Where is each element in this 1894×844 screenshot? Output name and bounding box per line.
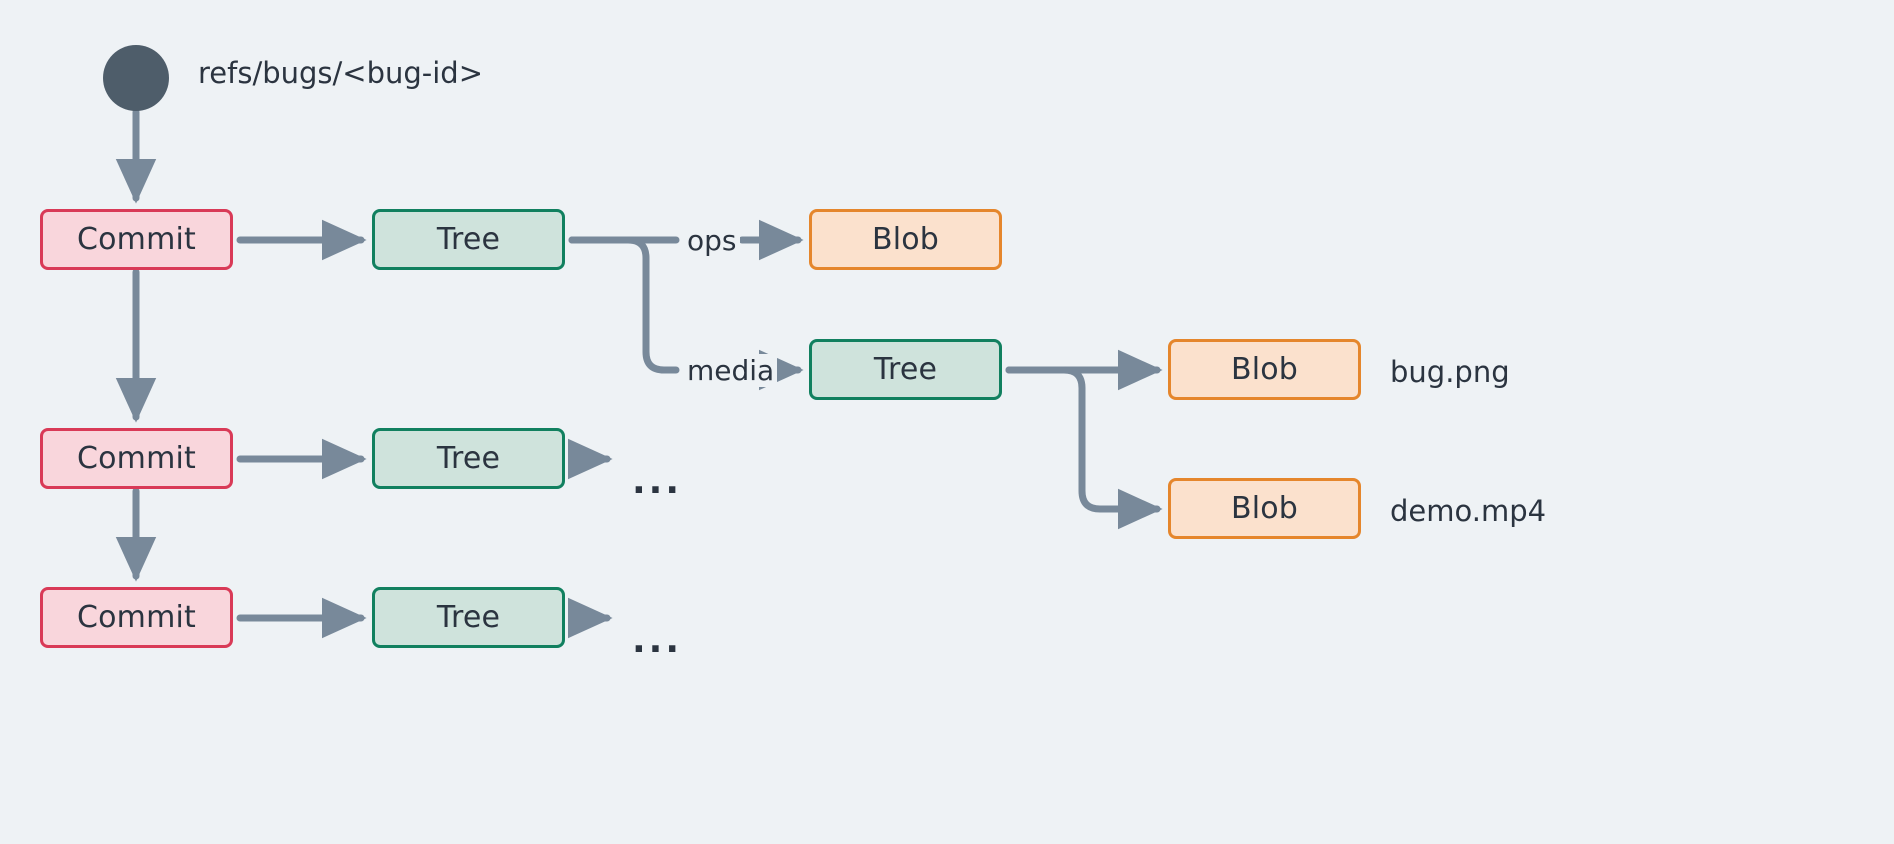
edge-tree1-to-media — [568, 236, 680, 374]
node-tree-1[interactable]: Tree — [372, 209, 565, 270]
ellipsis-tree-3: ... — [632, 620, 683, 661]
edge-label-ops: ops — [684, 224, 740, 257]
node-commit-2[interactable]: Commit — [40, 428, 233, 489]
node-blob-ops[interactable]: Blob — [809, 209, 1002, 270]
node-tree-media[interactable]: Tree — [809, 339, 1002, 400]
edge-label-media: media — [684, 354, 778, 387]
ref-label: refs/bugs/<bug-id> — [198, 56, 484, 90]
node-commit-3[interactable]: Commit — [40, 587, 233, 648]
node-tree-2[interactable]: Tree — [372, 428, 565, 489]
file-label-demo-mp4: demo.mp4 — [1390, 494, 1547, 528]
node-tree-3[interactable]: Tree — [372, 587, 565, 648]
edge-treemedia-to-blobmp4 — [1005, 366, 1163, 530]
node-commit-1[interactable]: Commit — [40, 209, 233, 270]
ref-dot — [103, 45, 169, 111]
node-blob-bug-png[interactable]: Blob — [1168, 339, 1361, 400]
ellipsis-tree-2: ... — [632, 461, 683, 502]
node-blob-demo-mp4[interactable]: Blob — [1168, 478, 1361, 539]
file-label-bug-png: bug.png — [1390, 355, 1510, 389]
